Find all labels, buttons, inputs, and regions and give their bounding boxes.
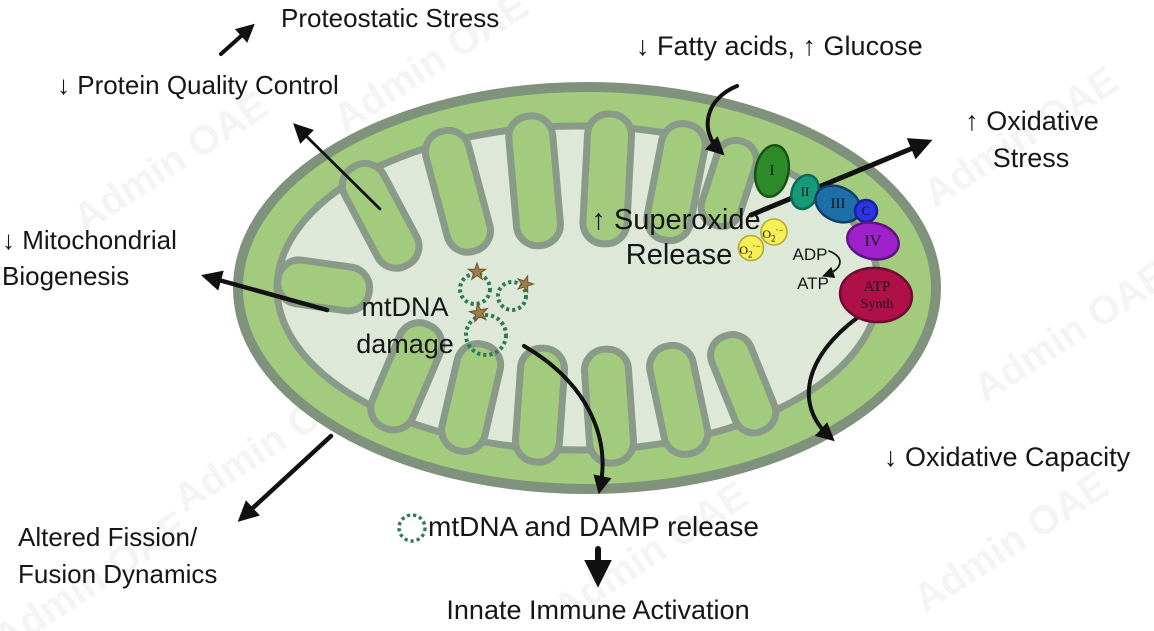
complex-IV-shape	[846, 221, 900, 261]
superoxide-molecules	[737, 218, 788, 262]
superoxide-base: O	[739, 243, 749, 257]
arrow-protein-quality-control	[293, 123, 382, 211]
superoxide-sup: ·−	[775, 225, 784, 235]
atp-synthase-shape	[838, 266, 914, 324]
label-innate-immune-activation: Innate Immune Activation	[446, 595, 750, 625]
arrows-under	[704, 84, 933, 442]
etc-complexes	[753, 143, 914, 324]
mitochondrion	[233, 82, 941, 494]
label-oxidative-capacity: ↓ Oxidative Capacity	[884, 442, 1131, 472]
superoxide-molecule	[737, 234, 765, 262]
arrow-oxidative-capacity	[806, 316, 859, 442]
arrow-damp-release	[522, 344, 612, 495]
complex-I-shape	[753, 143, 791, 199]
cristae-top	[274, 110, 760, 315]
label-proteostatic-stress: Proteostatic Stress	[281, 3, 500, 33]
label-complex-IV: IV	[864, 233, 882, 250]
label-altered-fission-line2: Fusion Dynamics	[18, 559, 218, 589]
label-superoxide-molecule: O2·−	[762, 225, 784, 244]
arrow-fission-fusion	[237, 433, 334, 522]
arrow-oxidative-stress	[748, 138, 933, 218]
label-atp-synthase-line1: ATP	[863, 279, 891, 295]
cristae-bottom	[367, 319, 780, 467]
mtdna-loop	[496, 280, 528, 312]
arrow-proteostatic-stress	[219, 23, 255, 56]
label-mtdna-damp-release: mtDNA and DAMP release	[428, 511, 759, 542]
mtdna-loop	[464, 313, 508, 357]
label-altered-fission-line1: Altered Fission/	[18, 522, 198, 552]
arrow-mito-biogenesis	[201, 270, 330, 313]
label-adp: ADP	[792, 245, 828, 264]
arrow-fatty-acids-in	[704, 84, 739, 156]
label-superoxide-line2: Release	[625, 239, 733, 271]
label-oxidative-stress-line1: ↑ Oxidative	[965, 106, 1099, 136]
label-complex-I: I	[769, 163, 775, 179]
label-cytochrome-c: C	[861, 203, 871, 218]
arrows-top	[201, 23, 841, 588]
superoxide-sub: 2	[771, 233, 776, 244]
mtdna-loop	[397, 513, 427, 543]
label-oxidative-stress-line2: Stress	[992, 143, 1070, 173]
label-mitochondrial-biogenesis-line1: ↓ Mitochondrial	[2, 225, 177, 255]
superoxide-sub: 2	[748, 249, 753, 260]
superoxide-base: O	[762, 227, 772, 241]
superoxide-molecule	[760, 218, 788, 246]
label-superoxide-line1: ↑ Superoxide	[591, 204, 761, 236]
label-mtdna-damage-line2: damage	[356, 329, 454, 359]
label-superoxide-molecule: O2·−	[739, 241, 761, 260]
label-atp: ATP	[797, 274, 829, 293]
arrow-adp-atp	[822, 250, 841, 279]
label-fatty-acids-glucose: ↓ Fatty acids, ↑ Glucose	[636, 31, 923, 61]
label-atp-synthase-line2: Synth	[860, 297, 894, 312]
label-mtdna-damage-line1: mtDNA	[361, 292, 449, 322]
label-mitochondrial-biogenesis-line2: Biogenesis	[2, 261, 130, 291]
label-complex-II: II	[800, 184, 810, 199]
label-protein-quality-control: ↓ Protein Quality Control	[57, 70, 339, 100]
label-complex-III: III	[830, 196, 846, 212]
superoxide-sup: ·−	[752, 241, 761, 251]
